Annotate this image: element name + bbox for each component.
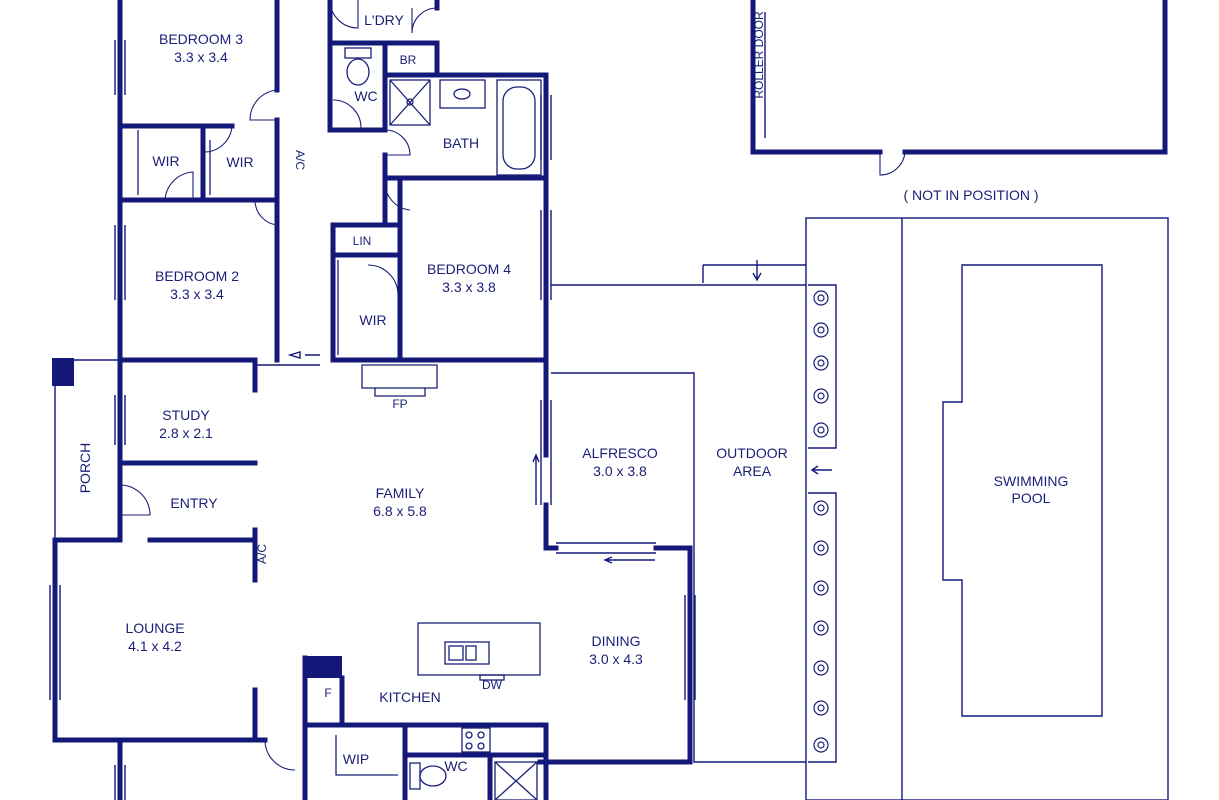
sink-icon <box>444 641 490 665</box>
plant-icon <box>813 290 829 306</box>
plant-icon <box>813 500 829 516</box>
family-name: FAMILY <box>376 485 425 501</box>
dw-label: DW <box>482 678 503 692</box>
not-in-position-label: ( NOT IN POSITION ) <box>903 187 1038 203</box>
outdoor-area-outline <box>551 284 806 763</box>
pool-area <box>702 217 1169 800</box>
wc-upper-label: WC <box>354 88 377 104</box>
dishwasher-outline <box>479 674 505 681</box>
study-name: STUDY <box>162 407 210 423</box>
lin-label: LIN <box>353 234 372 248</box>
pool-line1: SWIMMING <box>994 473 1069 489</box>
dining-name: DINING <box>592 633 641 649</box>
pool-line2: POOL <box>1012 490 1051 506</box>
shower-icon <box>494 761 538 800</box>
hedge-plants <box>813 290 829 753</box>
doors <box>119 0 655 771</box>
entry-label: ENTRY <box>170 495 218 511</box>
swimming-pool-outline <box>942 264 1103 717</box>
family-size: 6.8 x 5.8 <box>373 503 427 519</box>
plant-icon <box>813 422 829 438</box>
dining-size: 3.0 x 4.3 <box>589 651 643 667</box>
windows <box>49 40 696 800</box>
plant-icon <box>813 660 829 676</box>
plant-icon <box>813 355 829 371</box>
room-labels: BEDROOM 3 3.3 x 3.4 BEDROOM 2 3.3 x 3.4 … <box>77 11 1068 774</box>
toilet-icon <box>344 47 372 86</box>
plant-icon <box>813 620 829 636</box>
garage <box>750 0 1168 176</box>
kitchen-label: KITCHEN <box>379 689 440 705</box>
bedroom4-name: BEDROOM 4 <box>427 261 511 277</box>
br-label: BR <box>400 53 417 67</box>
bedroom3-name: BEDROOM 3 <box>159 31 243 47</box>
lounge-name: LOUNGE <box>125 620 184 636</box>
bedroom2-name: BEDROOM 2 <box>155 268 239 284</box>
house-walls <box>52 0 693 800</box>
toilet-icon <box>409 762 447 790</box>
outdoor-line1: OUTDOOR <box>716 445 788 461</box>
bedroom4-size: 3.3 x 3.8 <box>442 279 496 295</box>
alfresco-size: 3.0 x 3.8 <box>593 463 647 479</box>
outdoor-line2: AREA <box>733 463 772 479</box>
wir-bed4-label: WIR <box>359 312 386 328</box>
bath-label: BATH <box>443 135 479 151</box>
plant-icon <box>813 388 829 404</box>
fireplace-icon <box>361 364 438 397</box>
bedroom2-size: 3.3 x 3.4 <box>170 286 224 302</box>
f-label: F <box>324 686 331 700</box>
plant-icon <box>813 322 829 338</box>
lounge-size: 4.1 x 4.2 <box>128 638 182 654</box>
plant-icon <box>813 580 829 596</box>
bathtub-icon <box>496 79 542 176</box>
plant-icon <box>813 700 829 716</box>
porch-label: PORCH <box>77 443 93 494</box>
bedroom3-size: 3.3 x 3.4 <box>174 49 228 65</box>
fixtures <box>137 47 542 800</box>
wir-right-label: WIR <box>226 154 253 170</box>
alfresco-name: ALFRESCO <box>582 445 658 461</box>
kitchen-island <box>417 622 541 676</box>
fp-label: FP <box>392 397 407 411</box>
laundry-label: L'DRY <box>364 12 404 28</box>
shower-icon <box>389 79 431 126</box>
wip-label: WIP <box>343 751 369 767</box>
ac-lower-label: A/C <box>255 544 269 564</box>
ac-upper-label: A/C <box>293 150 307 170</box>
roller-door-label: ROLLER DOOR <box>752 11 766 99</box>
alfresco-outline <box>551 372 695 543</box>
wir-left-label: WIR <box>152 153 179 169</box>
plant-icon <box>813 737 829 753</box>
plant-icon <box>813 540 829 556</box>
wc-lower-label: WC <box>444 758 467 774</box>
study-size: 2.8 x 2.1 <box>159 425 213 441</box>
cooktop-icon <box>461 727 491 753</box>
basin-icon <box>439 79 486 109</box>
